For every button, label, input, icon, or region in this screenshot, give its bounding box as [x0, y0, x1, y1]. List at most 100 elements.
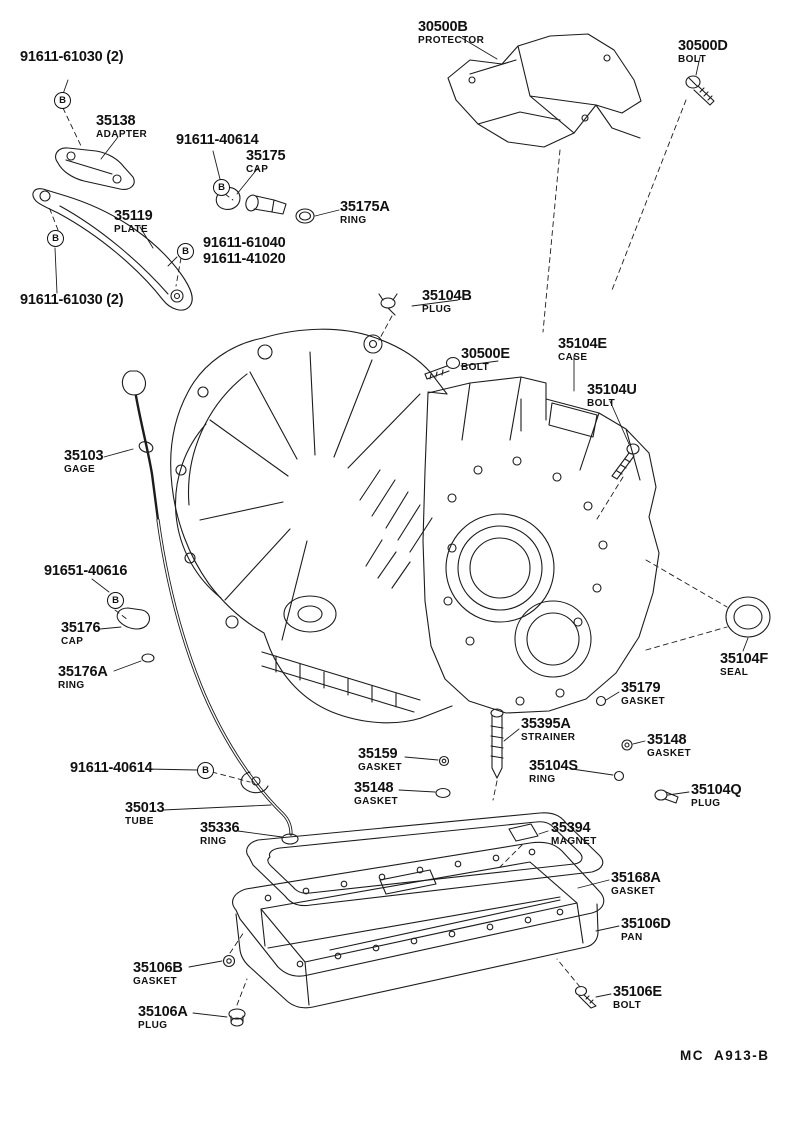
part-number: 35013: [125, 800, 165, 816]
part-number: 35106D: [621, 916, 671, 932]
part-number: 91611-61030 (2): [20, 49, 124, 65]
part-number: 35148: [647, 732, 687, 748]
bolt-symbol-letter: B: [218, 182, 225, 193]
part-number: 35159: [358, 746, 398, 762]
part-number: 91651-40616: [44, 563, 128, 579]
part-number: 35138: [96, 113, 136, 129]
part-desc: SEAL: [720, 667, 749, 679]
bolt-symbol-letter: B: [59, 95, 66, 106]
part-number: 35103: [64, 448, 104, 464]
part-desc: GAGE: [64, 464, 96, 476]
part-desc: GASKET: [354, 796, 399, 808]
leader-lines: [54, 36, 749, 1018]
bolt-symbol-b: B: [47, 230, 64, 247]
part-number: 35106E: [613, 984, 662, 1000]
part-desc: PLUG: [691, 798, 721, 810]
part-number: 91611-41020: [203, 251, 286, 267]
part-desc: CAP: [246, 164, 269, 176]
part-number: 35104Q: [691, 782, 742, 798]
bolt-symbol-b: B: [197, 762, 214, 779]
part-desc: CAP: [61, 636, 84, 648]
label-91611-40614-a: 91611-40614: [176, 132, 259, 148]
part-desc: BOLT: [461, 362, 490, 374]
part-desc: BOLT: [613, 1000, 642, 1012]
part-number: 35104B: [422, 288, 472, 304]
bolt-symbol-letter: B: [182, 246, 189, 257]
adapter-drawing: [55, 147, 135, 190]
plate-drawing: [32, 188, 193, 311]
part-desc: BOLT: [587, 398, 616, 410]
drawing-code: MC A913-B: [680, 1048, 770, 1063]
part-desc: PLATE: [114, 224, 149, 236]
label-91651-40616: 91651-40616: [44, 563, 128, 579]
part-desc: PAN: [621, 932, 643, 944]
bolt-symbol-b: B: [177, 243, 194, 260]
part-number: 35179: [621, 680, 661, 696]
part-number: 35175A: [340, 199, 390, 215]
part-number: 35148: [354, 780, 394, 796]
gasket-pan-drawing: [232, 812, 605, 1009]
part-number: 91611-61040: [203, 235, 286, 251]
part-number: 35104U: [587, 382, 637, 398]
part-desc: ADAPTER: [96, 129, 148, 141]
part-desc: MAGNET: [551, 836, 597, 848]
part-desc: GASKET: [358, 762, 403, 774]
part-desc: CASE: [558, 352, 588, 364]
bolts-drawing: [424, 75, 715, 1009]
part-number: 91611-40614: [70, 760, 153, 776]
case-drawing: [422, 376, 660, 714]
part-desc: STRAINER: [521, 732, 576, 744]
part-desc: PROTECTOR: [418, 35, 485, 47]
part-desc: TUBE: [125, 816, 154, 828]
part-desc: RING: [200, 836, 227, 848]
bolt-symbol-letter: B: [202, 765, 209, 776]
housing-drawing: [170, 328, 453, 724]
bolt-symbol-b: B: [213, 179, 230, 196]
bolt-symbol-letter: B: [112, 595, 119, 606]
part-number: 35176A: [58, 664, 108, 680]
part-number: 30500D: [678, 38, 728, 54]
gage-tube-drawing: [121, 370, 299, 845]
part-desc: PLUG: [138, 1020, 168, 1032]
label-91611-40614-b: 91611-40614: [70, 760, 153, 776]
part-number: 35175: [246, 148, 286, 164]
part-number: 35395A: [521, 716, 571, 732]
part-number: 35104E: [558, 336, 607, 352]
part-number: 35168A: [611, 870, 661, 886]
label-91611-61040: 91611-61040: [203, 235, 286, 251]
part-number: 35104F: [720, 651, 768, 667]
strainer-drawing: [490, 708, 504, 779]
part-number: 35394: [551, 820, 591, 836]
bolt-symbol-b: B: [107, 592, 124, 609]
bolt-symbol-letter: B: [52, 233, 59, 244]
part-number: 35106A: [138, 1004, 188, 1020]
label-91611-61030-b: 91611-61030 (2): [20, 292, 124, 308]
cap-35175-drawing: [215, 187, 315, 224]
part-desc: PLUG: [422, 304, 452, 316]
seal-drawing: [725, 596, 771, 638]
part-number: 35336: [200, 820, 240, 836]
bolt-symbol-b: B: [54, 92, 71, 109]
